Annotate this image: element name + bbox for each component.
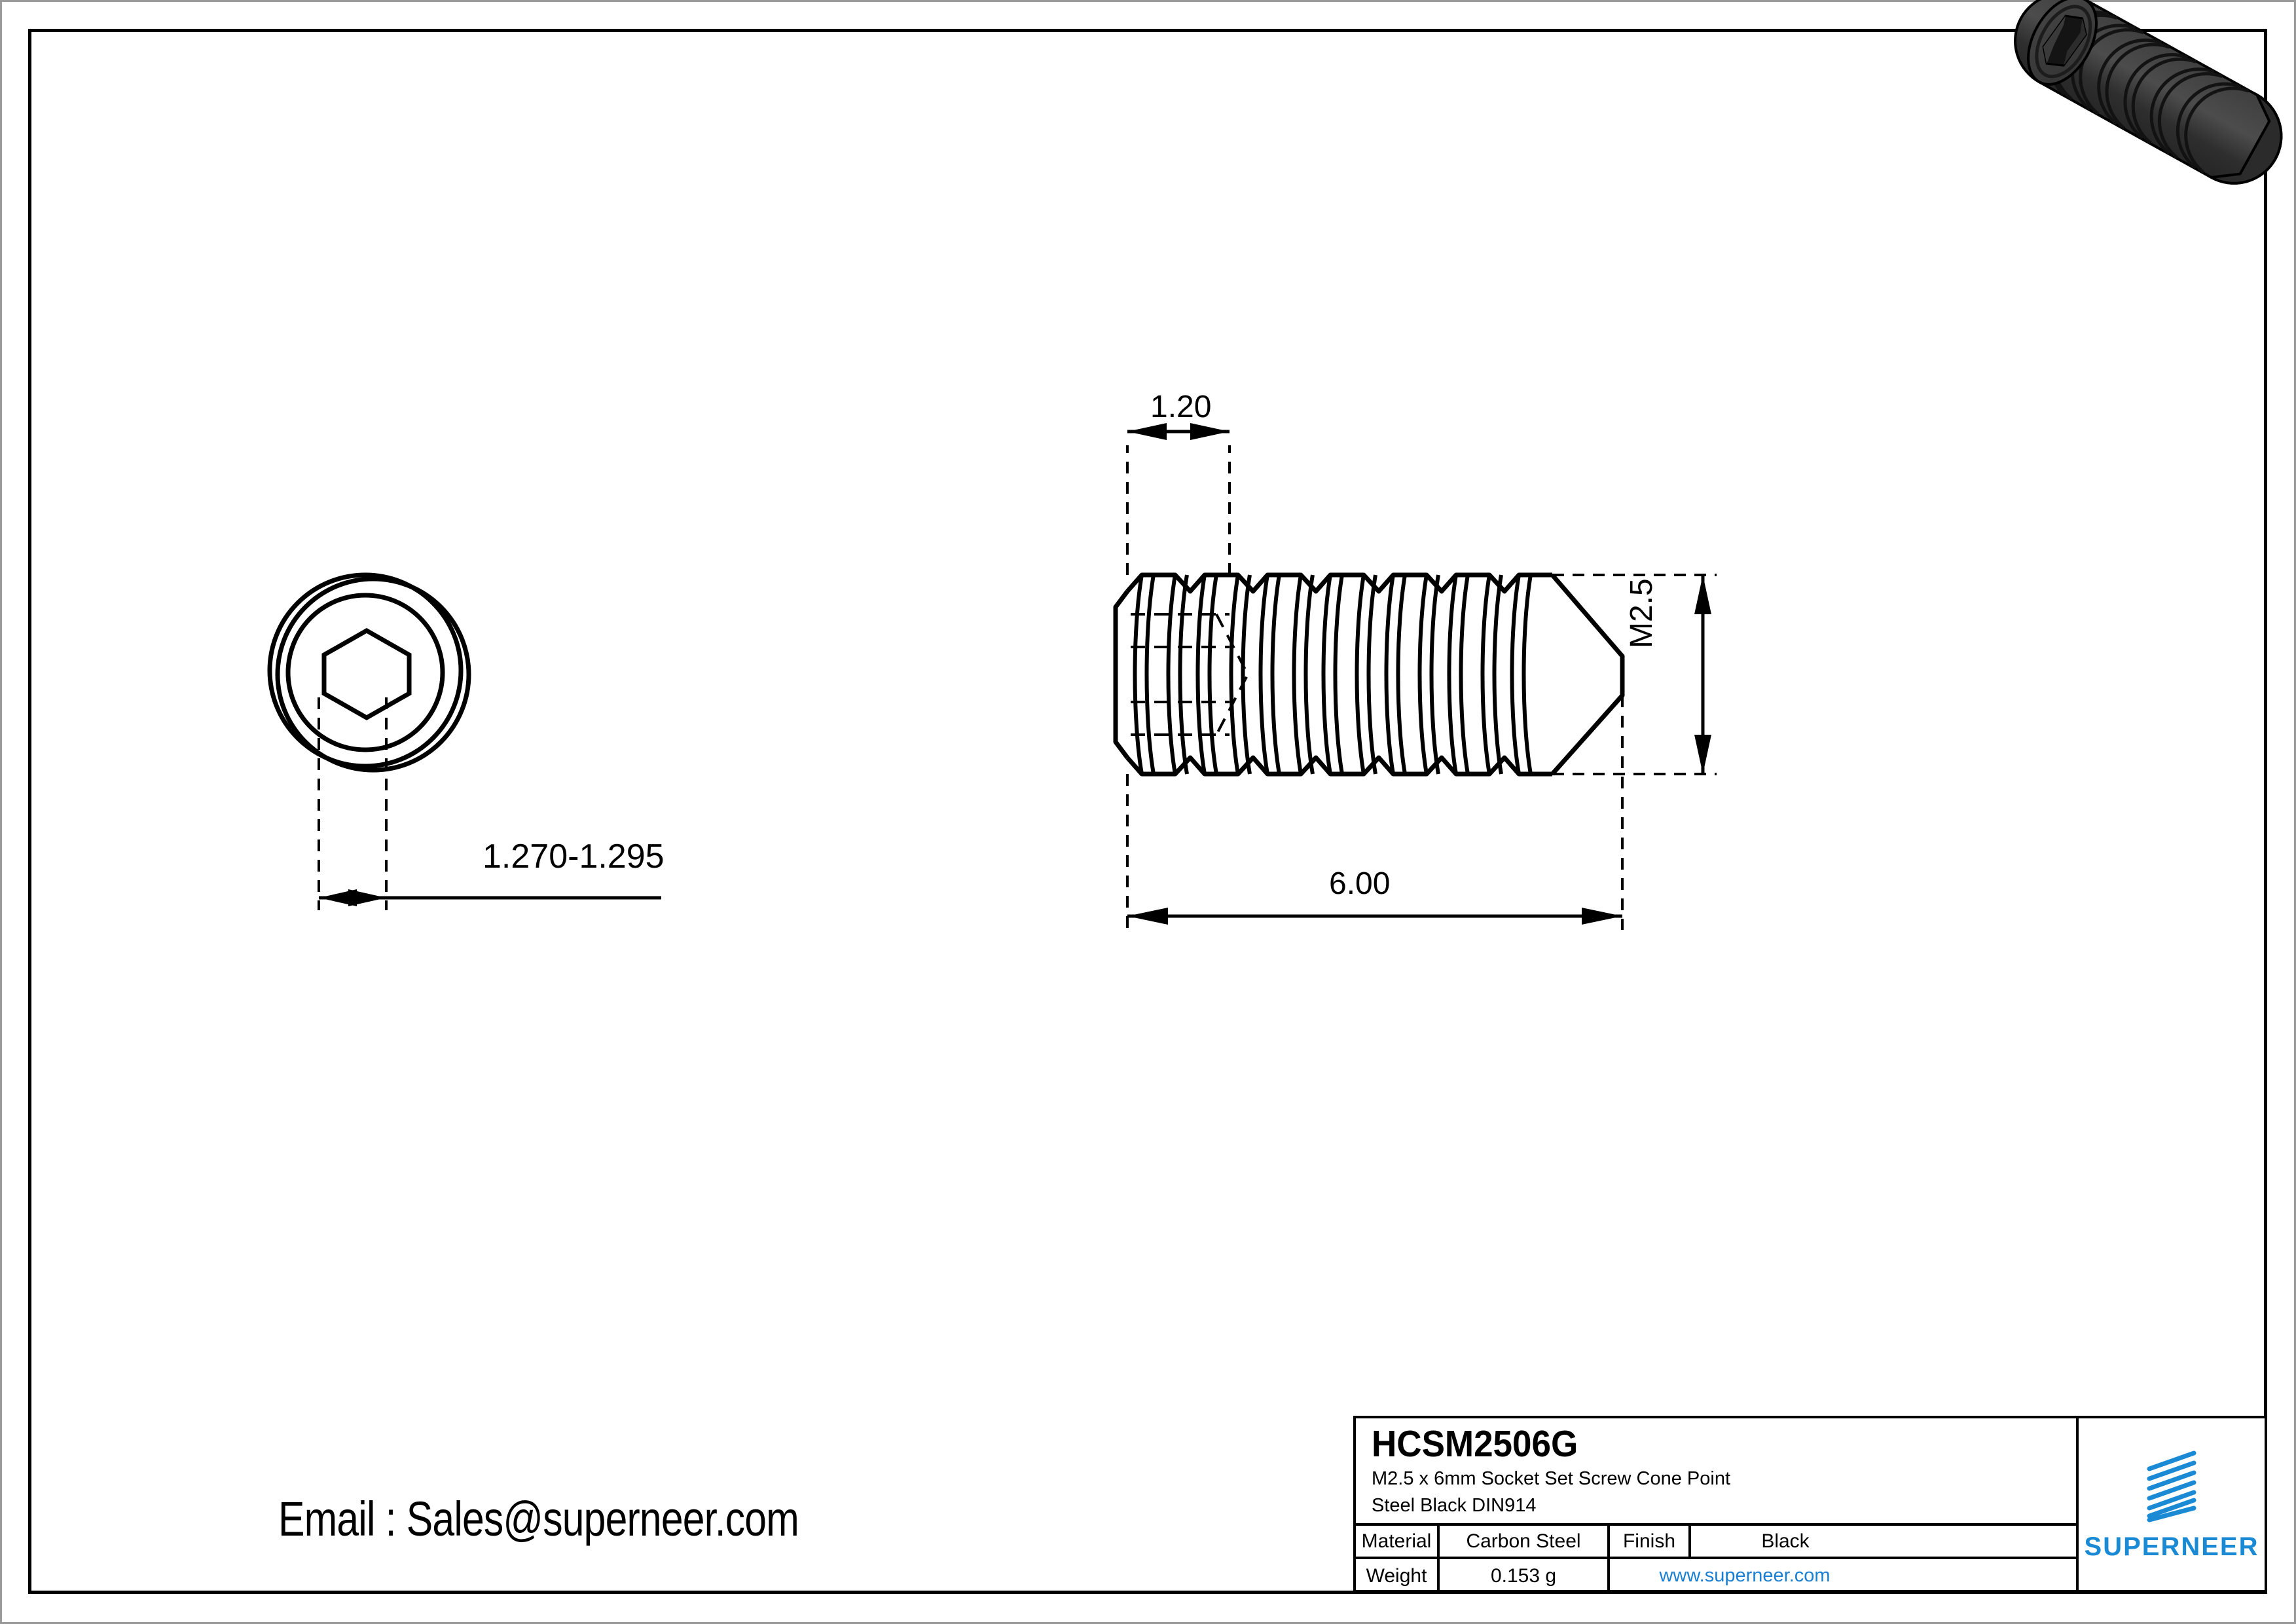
finish-label: Finish: [1610, 1526, 1691, 1557]
title-block-row-weight: Weight 0.153 g www.superneer.com: [1356, 1559, 2076, 1593]
part-description-line2: Steel Black DIN914: [1372, 1495, 1537, 1516]
email-text: Email : Sales@superneer.com: [278, 1492, 799, 1546]
title-block-row-material: Material Carbon Steel Finish Black: [1356, 1526, 2076, 1559]
title-block: HCSM2506G M2.5 x 6mm Socket Set Screw Co…: [1353, 1416, 2079, 1593]
superneer-stripes-icon: [2147, 1450, 2196, 1522]
socket-depth-dimension-text: 1.20: [1150, 390, 1212, 424]
title-block-header: HCSM2506G M2.5 x 6mm Socket Set Screw Co…: [1356, 1418, 2076, 1526]
weight-label: Weight: [1356, 1559, 1440, 1593]
sheet-inner-border: [28, 29, 2267, 1594]
part-description-line1: M2.5 x 6mm Socket Set Screw Cone Point: [1372, 1468, 1730, 1489]
thread-size-dimension-text: M2.5: [1624, 578, 1659, 648]
brand-name: SUPERNEER: [2084, 1532, 2259, 1561]
weight-value: 0.153 g: [1440, 1559, 1610, 1593]
website-link[interactable]: www.superneer.com: [1659, 1565, 1831, 1586]
material-value: Carbon Steel: [1440, 1526, 1610, 1557]
material-label: Material: [1356, 1526, 1440, 1557]
end-view-dimension-text: 1.270-1.295: [483, 838, 665, 876]
brand-logo-block[interactable]: SUPERNEER: [2079, 1416, 2267, 1593]
part-number: HCSM2506G: [1372, 1423, 1578, 1465]
finish-value: Black: [1761, 1530, 1810, 1552]
length-dimension-text: 6.00: [1329, 866, 1391, 901]
